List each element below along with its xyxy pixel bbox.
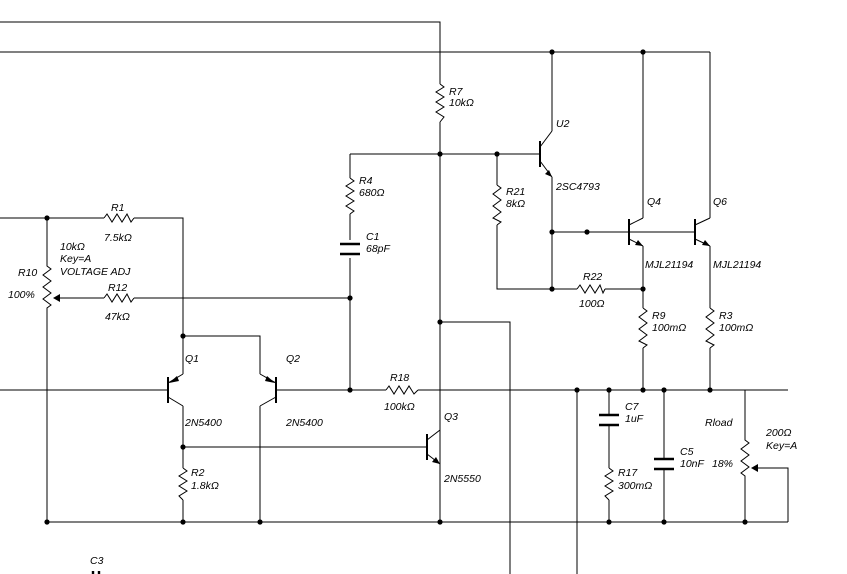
r3-ref: R3 — [719, 310, 733, 322]
capacitor-c1[interactable]: C1 68pF — [340, 231, 391, 256]
r1-value: 7.5kΩ — [104, 232, 132, 244]
q3-model: 2N5550 — [443, 473, 481, 485]
q3-ref: Q3 — [444, 411, 458, 423]
c7-ref: C7 — [625, 401, 640, 413]
c3-ref: C3 — [90, 555, 104, 567]
q2-model: 2N5400 — [285, 417, 323, 429]
rload-setting: 18% — [712, 458, 733, 470]
r22-value: 100Ω — [579, 298, 605, 310]
r18-ref: R18 — [390, 372, 409, 384]
r18-value: 100kΩ — [384, 401, 415, 413]
q6-ref: Q6 — [713, 196, 727, 208]
resistor-r7[interactable]: R7 10kΩ — [435, 83, 474, 123]
q1-ref: Q1 — [185, 353, 199, 365]
r2-value: 1.8kΩ — [191, 480, 219, 492]
resistor-r21[interactable]: R21 8kΩ — [492, 184, 525, 226]
u2-ref: U2 — [556, 118, 570, 130]
c1-ref: C1 — [366, 231, 379, 243]
r9-ref: R9 — [652, 310, 666, 322]
r10-value: 10kΩ — [60, 241, 85, 253]
transistor-q6[interactable]: Q6 MJL21194 — [694, 196, 761, 271]
potentiometer-rload[interactable]: Rload 18% 200Ω Key=A — [705, 417, 797, 480]
transistor-u2[interactable]: U2 2SC4793 — [539, 118, 600, 193]
r2-ref: R2 — [191, 467, 205, 479]
r17-ref: R17 — [618, 467, 638, 479]
c5-value: 10nF — [680, 458, 705, 470]
resistor-r3[interactable]: R3 100mΩ — [705, 307, 753, 349]
r21-ref: R21 — [506, 186, 525, 198]
wires — [0, 21, 789, 574]
q4-ref: Q4 — [647, 196, 661, 208]
r10-key: Key=A — [60, 253, 91, 265]
r12-value: 47kΩ — [105, 311, 130, 323]
rload-value: 200Ω — [765, 427, 792, 439]
r7-value: 10kΩ — [449, 97, 474, 109]
capacitor-c5[interactable]: C5 10nF — [654, 446, 705, 471]
q1-model: 2N5400 — [184, 417, 222, 429]
junction-dots — [44, 49, 748, 525]
r12-ref: R12 — [108, 282, 127, 294]
c7-value: 1uF — [625, 413, 644, 425]
capacitor-c3[interactable]: C3 — [90, 555, 104, 574]
r7-ref: R7 — [449, 86, 464, 98]
r10-ref: R10 — [18, 267, 37, 279]
q6-model: MJL21194 — [713, 259, 761, 271]
resistor-r22[interactable]: R22 100Ω — [576, 271, 606, 310]
rload-ref: Rload — [705, 417, 734, 429]
r22-ref: R22 — [583, 271, 602, 283]
resistor-r1[interactable]: R1 7.5kΩ — [103, 202, 135, 244]
resistor-r4[interactable]: R4 680Ω — [345, 175, 385, 215]
rload-key: Key=A — [766, 440, 797, 452]
transistor-q2[interactable]: Q2 2N5400 — [259, 353, 323, 429]
r4-ref: R4 — [359, 175, 373, 187]
r4-value: 680Ω — [359, 187, 385, 199]
r10-label: VOLTAGE ADJ — [60, 266, 131, 278]
u2-model: 2SC4793 — [555, 181, 600, 193]
resistor-r9[interactable]: R9 100mΩ — [638, 307, 686, 349]
resistor-r17[interactable]: R17 300mΩ — [604, 467, 652, 501]
c1-value: 68pF — [366, 243, 391, 255]
r21-value: 8kΩ — [506, 198, 525, 210]
q4-model: MJL21194 — [645, 259, 693, 271]
transistor-q1[interactable]: Q1 2N5400 — [167, 353, 222, 429]
r9-value: 100mΩ — [652, 322, 686, 334]
resistor-r2[interactable]: R2 1.8kΩ — [178, 467, 219, 501]
capacitor-c7[interactable]: C7 1uF — [599, 401, 644, 427]
r10-setting: 100% — [8, 289, 35, 301]
transistor-q4[interactable]: Q4 MJL21194 — [628, 196, 693, 271]
r17-value: 300mΩ — [618, 480, 652, 492]
resistor-r18[interactable]: R18 100kΩ — [384, 372, 419, 413]
resistor-r12[interactable]: R12 47kΩ — [103, 282, 135, 323]
r3-value: 100mΩ — [719, 322, 753, 334]
c5-ref: C5 — [680, 446, 694, 458]
r1-ref: R1 — [111, 202, 124, 214]
transistor-q3[interactable]: Q3 2N5550 — [426, 411, 481, 485]
potentiometer-r10[interactable]: 10kΩ Key=A VOLTAGE ADJ R10 100% — [8, 241, 131, 312]
q2-ref: Q2 — [286, 353, 300, 365]
